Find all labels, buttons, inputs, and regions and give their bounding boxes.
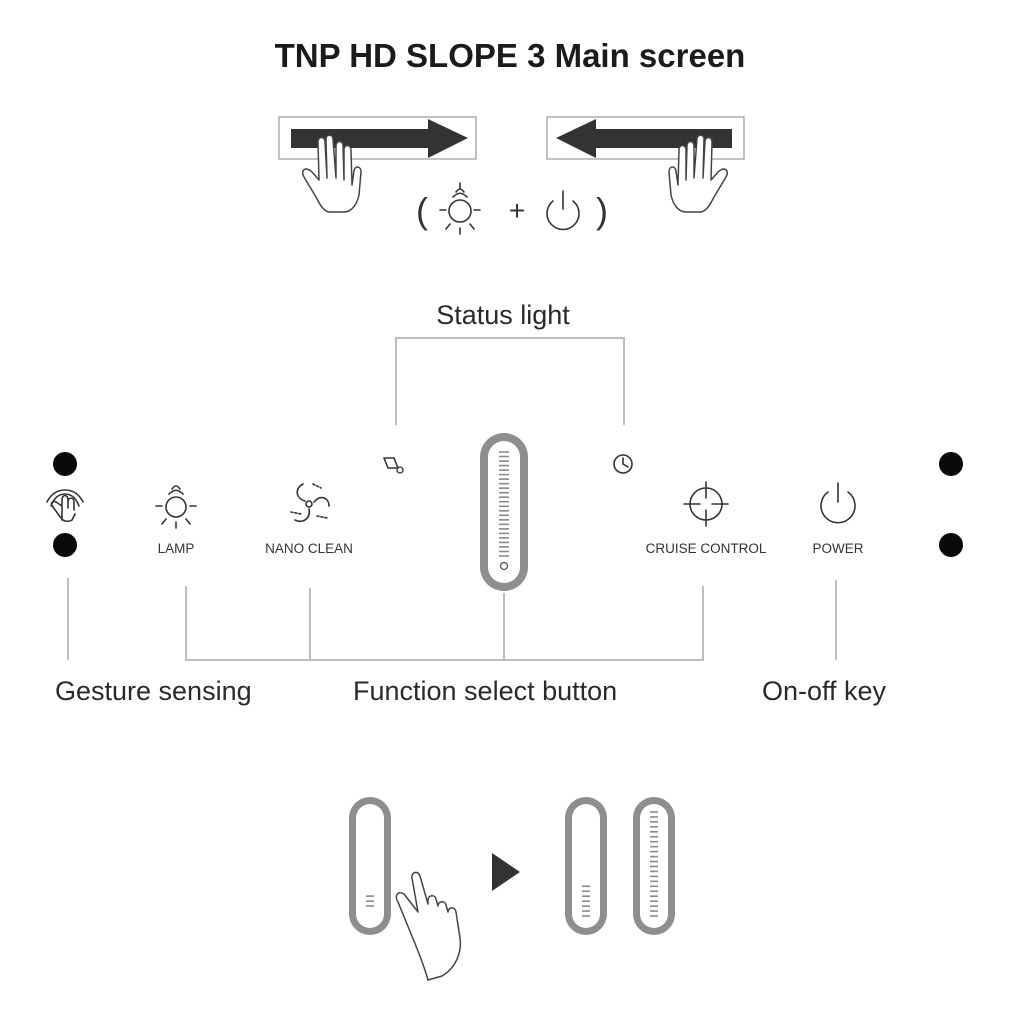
swipe-right-hint xyxy=(278,116,477,213)
plus-sign: + xyxy=(509,195,525,226)
power-label: POWER xyxy=(812,541,863,556)
sensor-dot xyxy=(939,452,963,476)
function-select-leader xyxy=(185,586,704,661)
slider-demo-after-1 xyxy=(565,797,607,935)
slider-ticks xyxy=(499,451,509,557)
timer-status-icon xyxy=(613,454,633,474)
sensor-dot xyxy=(53,452,77,476)
on-off-key-label: On-off key xyxy=(762,676,887,706)
lamp-icon xyxy=(439,182,481,235)
gesture-icon xyxy=(46,489,84,523)
slider-demo-ticks xyxy=(582,885,590,917)
slider-demo-before xyxy=(349,797,391,935)
hand-icon xyxy=(301,134,362,213)
paren-close: ) xyxy=(596,190,608,231)
function-select-label: Function select button xyxy=(353,676,617,706)
slider-demo-after-2 xyxy=(633,797,675,935)
nano-clean-icon[interactable] xyxy=(290,483,330,523)
paren-open: ( xyxy=(416,190,428,231)
power-button-icon[interactable] xyxy=(820,482,856,524)
sensor-dot xyxy=(53,533,77,557)
cruise-control-label: CRUISE CONTROL xyxy=(646,541,767,556)
status-light-leader xyxy=(395,337,625,425)
hand-tap-icon xyxy=(395,871,462,981)
function-select-slider[interactable] xyxy=(480,433,528,591)
gesture-sensing-label: Gesture sensing xyxy=(55,676,252,706)
slider-demo-ticks xyxy=(366,895,374,907)
slider-knob xyxy=(499,561,509,571)
power-icon xyxy=(546,190,580,231)
status-light-label: Status light xyxy=(436,300,570,330)
nano-clean-label: NANO CLEAN xyxy=(265,541,353,556)
sensor-dot xyxy=(939,533,963,557)
hand-icon xyxy=(668,134,729,213)
slider-demo-ticks xyxy=(650,811,658,917)
swipe-left-hint xyxy=(546,116,745,213)
cruise-control-icon[interactable] xyxy=(683,481,729,527)
lamp-label: LAMP xyxy=(158,541,195,556)
lamp-button-icon[interactable] xyxy=(155,485,197,529)
nano-status-icon xyxy=(383,457,404,474)
page-title: TNP HD SLOPE 3 Main screen xyxy=(275,37,746,74)
play-arrow-icon xyxy=(492,853,520,891)
slider-inner xyxy=(488,441,520,583)
